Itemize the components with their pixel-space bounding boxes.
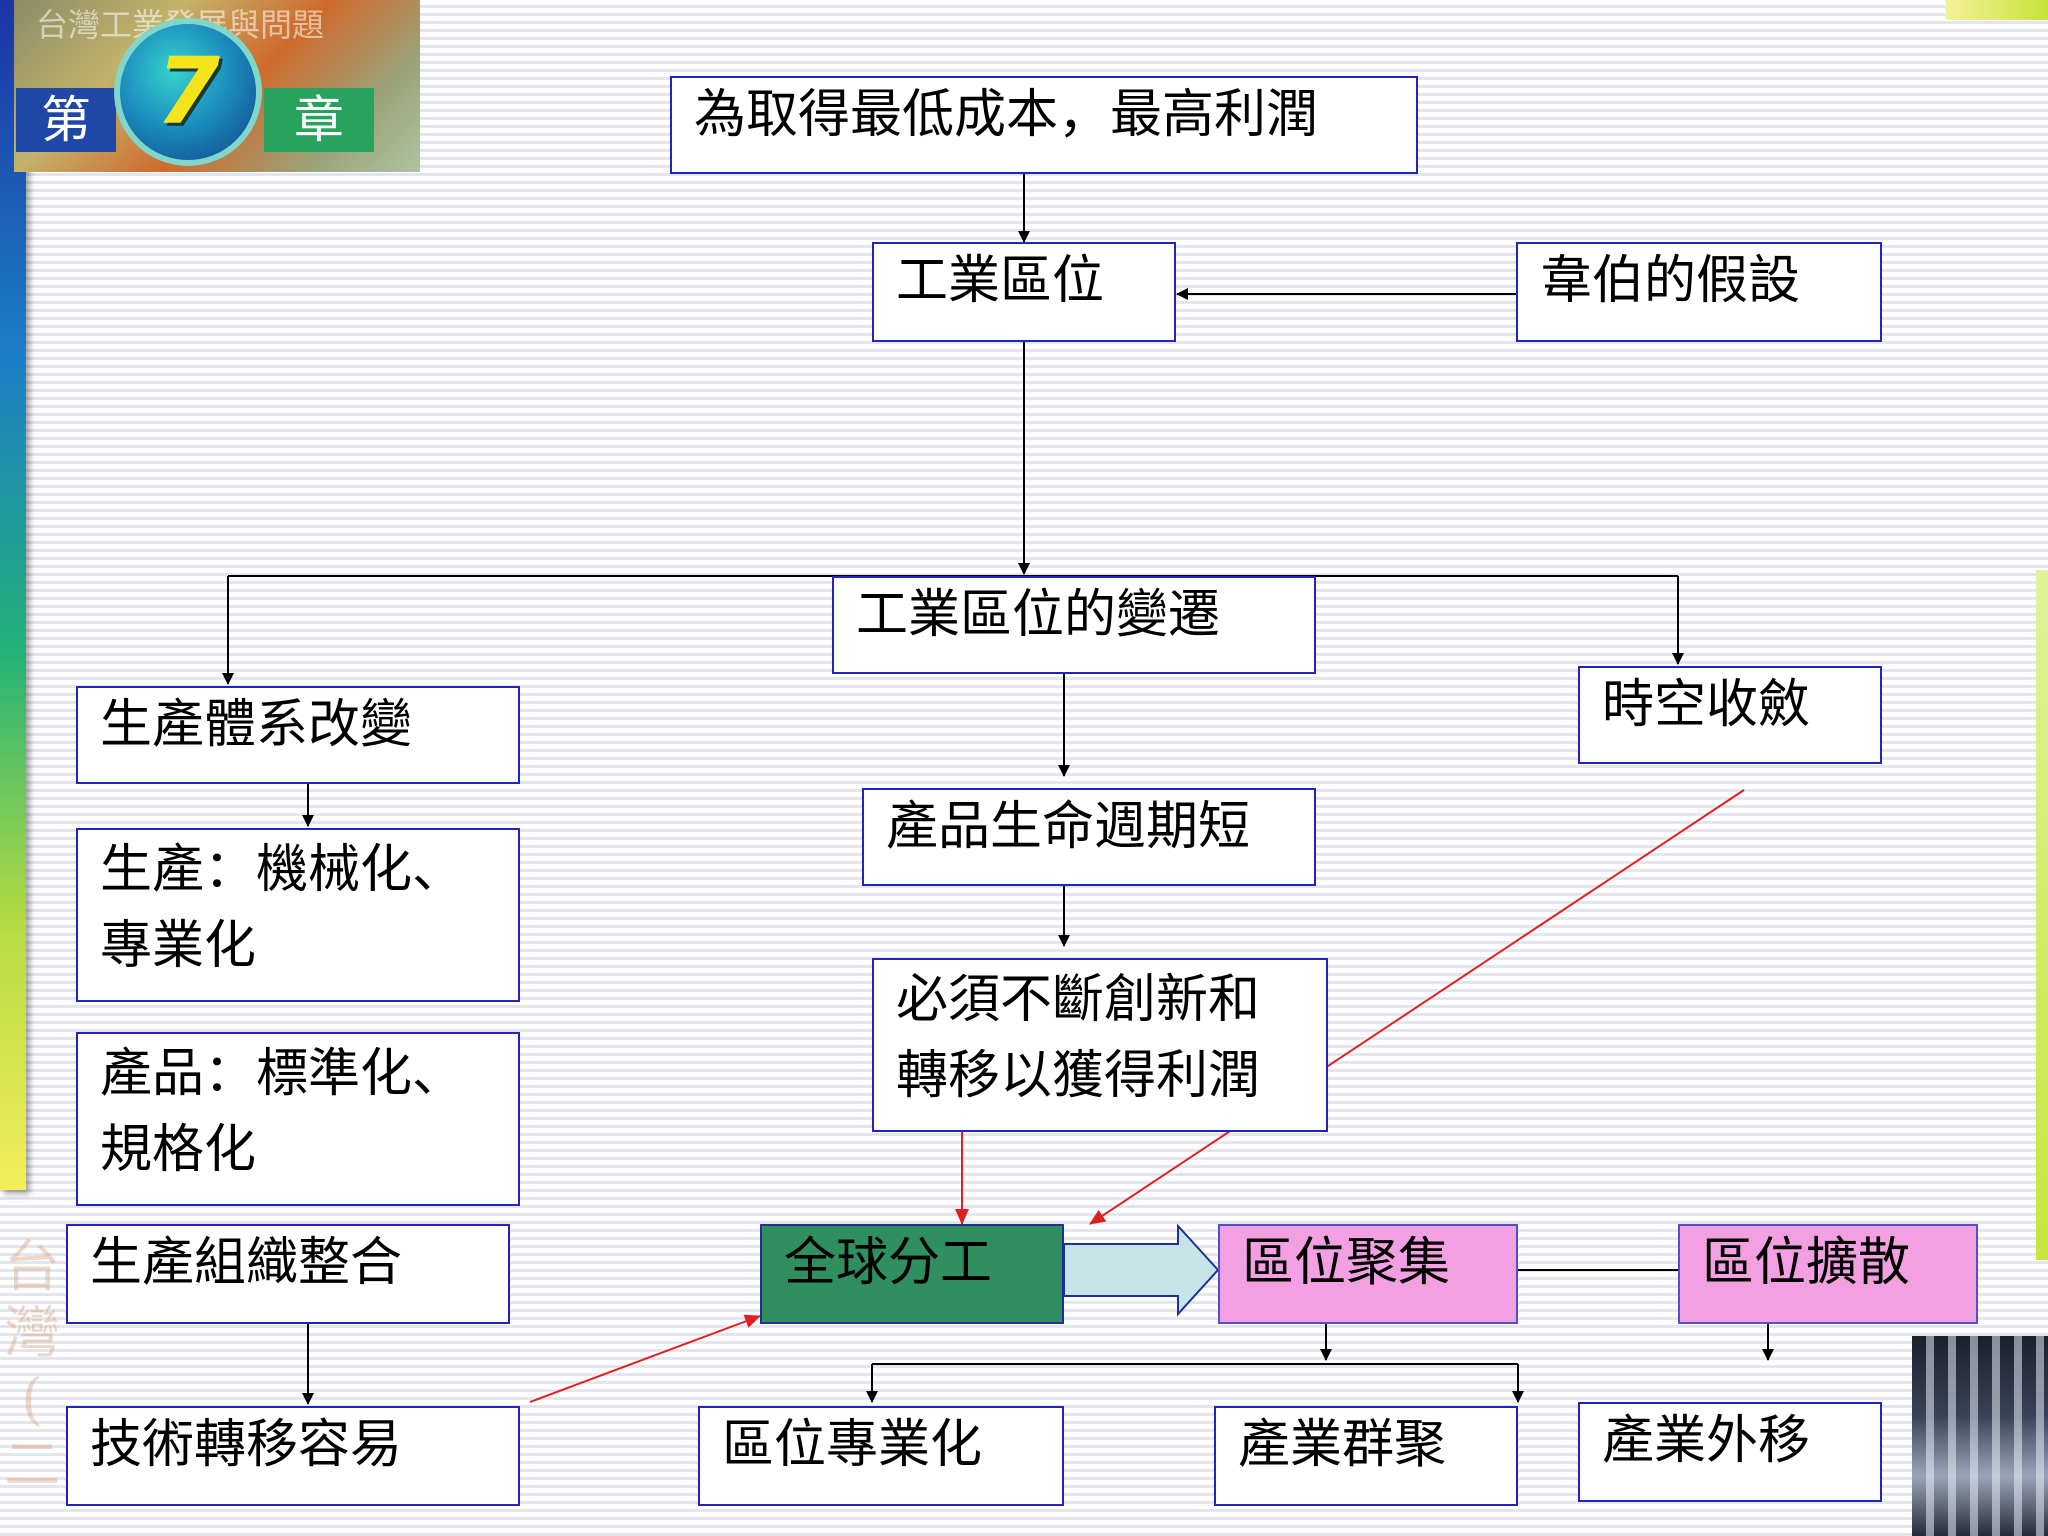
watermark-char: 二	[4, 1433, 60, 1498]
node-tech-transfer: 技術轉移容易	[66, 1406, 520, 1506]
node-weber-assumption: 韋伯的假設	[1516, 242, 1882, 342]
node-innovate-transfer: 必須不斷創新和 轉移以獲得利潤	[872, 958, 1328, 1132]
node-lowest-cost: 為取得最低成本，最高利潤	[670, 76, 1418, 174]
node-text: 生產：機械化、 專業化	[100, 840, 465, 976]
watermark-char: 灣	[4, 1301, 60, 1366]
watermark-char: 台	[4, 1235, 60, 1300]
factory-photo	[1912, 1336, 2048, 1536]
chapter-badge: 台灣工業發展與問題 第 章 7	[14, 0, 420, 172]
watermark-char: (	[21, 1367, 43, 1432]
node-industry-cluster: 產業群聚	[1214, 1406, 1518, 1506]
node-product-standard: 產品：標準化、 規格化	[76, 1032, 520, 1206]
node-production-system-change: 生產體系改變	[76, 686, 520, 784]
node-text: 產品：標準化、 規格化	[100, 1044, 465, 1180]
chapter-number: 7	[155, 38, 220, 145]
node-production-mech: 生產：機械化、 專業化	[76, 828, 520, 1002]
red-arrow-tech-to-global	[529, 1314, 761, 1403]
top-right-accent-bar	[1946, 0, 2048, 20]
chapter-label-left: 第	[16, 88, 116, 152]
node-industry-relocation: 產業外移	[1578, 1402, 1882, 1502]
node-location-change: 工業區位的變遷	[832, 576, 1316, 674]
node-location-cluster: 區位聚集	[1218, 1224, 1518, 1324]
node-text: 必須不斷創新和 轉移以獲得利潤	[896, 970, 1261, 1106]
node-production-org: 生產組織整合	[66, 1224, 510, 1324]
node-location-diffusion: 區位擴散	[1678, 1224, 1978, 1324]
node-location-specialization: 區位專業化	[698, 1406, 1064, 1506]
left-accent-bar	[0, 0, 26, 1190]
node-industrial-location: 工業區位	[872, 242, 1176, 342]
block-arrow-global-to-cluster	[1063, 1223, 1220, 1317]
node-short-product-cycle: 產品生命週期短	[862, 788, 1316, 886]
node-space-time-convergence: 時空收斂	[1578, 666, 1882, 764]
chapter-number-circle: 7	[114, 18, 262, 166]
red-arrow-convergence-to-global	[1089, 789, 1745, 1225]
right-accent-bar	[2036, 570, 2048, 1260]
node-global-division: 全球分工	[760, 1224, 1064, 1324]
chapter-label-right: 章	[264, 88, 374, 152]
side-watermark: 台 灣 ( 二	[0, 1235, 64, 1499]
